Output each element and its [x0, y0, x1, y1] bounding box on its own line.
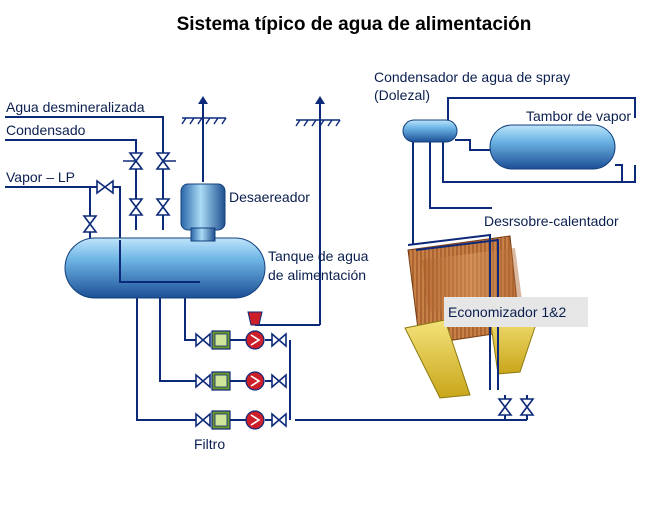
- steam-drum: [489, 124, 616, 170]
- valve-lp-steam[interactable]: [96, 179, 114, 195]
- valve-suction-1[interactable]: [195, 332, 211, 348]
- label-lp-steam: Vapor – LP: [6, 169, 75, 185]
- pump-3: [245, 410, 265, 430]
- valve-tank-feed[interactable]: [82, 215, 98, 233]
- feed-water-tank: [64, 237, 266, 299]
- label-feed-tank-line1: Tanque de agua: [268, 248, 369, 264]
- label-spray-condenser-line1: Condensador de agua de spray: [374, 69, 570, 85]
- valve-condensate-lower[interactable]: [128, 198, 144, 216]
- vent-hatch-left: [181, 117, 227, 125]
- valve-condensate-inlet[interactable]: [123, 152, 144, 170]
- valve-economizer-2[interactable]: [519, 398, 535, 416]
- valves: [82, 152, 535, 428]
- valve-suction-2[interactable]: [195, 373, 211, 389]
- label-desuperheater: Desrsobre-calentador: [484, 213, 619, 229]
- label-demineralized-water: Agua desmineralizada: [6, 99, 145, 115]
- label-condensate: Condensado: [6, 122, 86, 138]
- valve-economizer-1[interactable]: [497, 398, 513, 416]
- diagram-title: Sistema típico de agua de alimentación: [177, 14, 532, 35]
- pump-1: [245, 311, 265, 350]
- label-feed-tank-line2: de alimentación: [268, 267, 366, 283]
- vent-hatch-right: [295, 119, 341, 127]
- label-deaerator: Desaereador: [229, 189, 310, 205]
- filter-3: [211, 410, 231, 430]
- pump-2: [245, 371, 265, 391]
- economizer-label-box: [444, 297, 588, 327]
- filter-2: [211, 371, 231, 391]
- deaerator-vessel: [180, 183, 226, 242]
- label-steam-drum: Tambor de vapor: [526, 108, 631, 124]
- label-filter: Filtro: [194, 436, 225, 452]
- valve-demin-inlet[interactable]: [155, 152, 176, 170]
- valve-discharge-2[interactable]: [271, 373, 287, 389]
- spray-condenser: [402, 119, 458, 143]
- valve-discharge-1[interactable]: [271, 332, 287, 348]
- valve-demin-lower[interactable]: [155, 198, 171, 216]
- valve-suction-3[interactable]: [195, 412, 211, 428]
- label-spray-condenser-line2: (Dolezal): [374, 87, 430, 103]
- pump-filter-train: [211, 311, 265, 430]
- filter-1: [211, 330, 231, 350]
- label-economizer: Economizador 1&2: [448, 304, 567, 320]
- valve-discharge-3[interactable]: [271, 412, 287, 428]
